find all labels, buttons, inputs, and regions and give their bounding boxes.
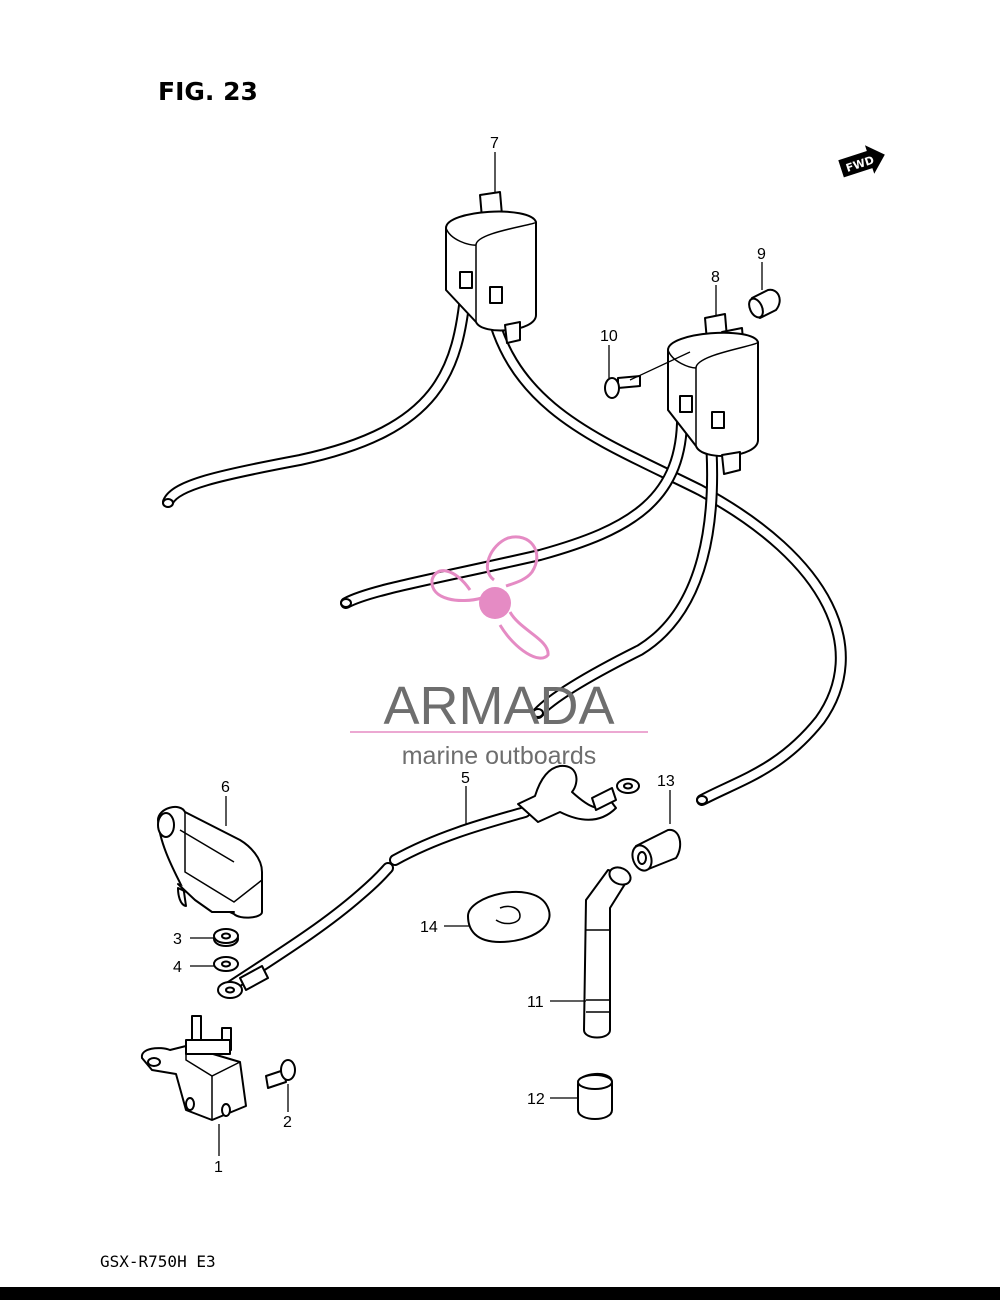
callout-10: 10 [600,328,618,345]
part-2-screw [265,1059,296,1089]
part-14-grommet [467,890,551,943]
callout-11: 11 [527,994,544,1011]
model-code: GSX-R750H E3 [100,1252,216,1271]
callout-6: 6 [221,779,230,796]
propeller-icon [430,535,550,660]
callout-4: 4 [173,959,182,976]
callout-9: 9 [757,246,766,263]
figure-title: FIG. 23 [158,77,258,106]
watermark-brand: ARMADA [383,676,614,736]
callout-labels: 7 8 9 10 5 6 13 3 4 14 11 12 2 1 [173,135,766,1176]
callout-14: 14 [420,919,438,936]
callout-12: 12 [527,1091,545,1108]
fwd-arrow-icon: FWD [838,145,885,178]
part-9-sleeve [748,288,781,319]
high-tension-wires [162,282,847,806]
part-3-nut [213,928,239,947]
part-12-seal [577,1073,613,1120]
callout-13: 13 [657,773,675,790]
callout-8: 8 [711,269,720,286]
part-4-washer [213,956,239,972]
part-10-screw [604,375,641,399]
callout-1: 1 [214,1159,223,1176]
ignition-coil-8 [667,313,759,475]
ignition-coil-7 [445,191,537,344]
bottom-border [0,1287,1000,1300]
leader-lines [190,152,763,1156]
part-13-cap [631,828,682,872]
callout-7: 7 [490,135,499,152]
part-6-cover [157,805,263,919]
part-1-relay [140,1015,247,1121]
part-5-lead [217,764,640,999]
part-11-plug-cap [583,866,632,1039]
callout-3: 3 [173,931,182,948]
watermark: ARMADA marine outboards [350,535,648,770]
callout-5: 5 [461,770,470,787]
callout-2: 2 [283,1114,292,1131]
